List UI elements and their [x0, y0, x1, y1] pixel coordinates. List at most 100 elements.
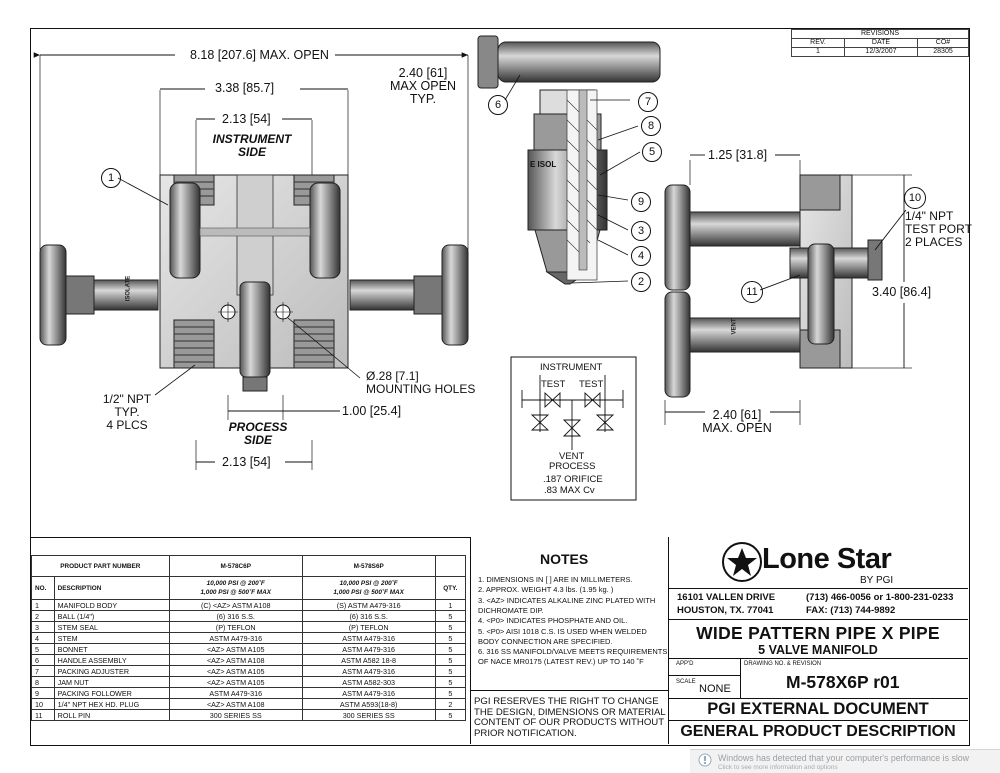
- npt-callout: 1/2" NPT TYP. 4 PLCS: [97, 393, 157, 432]
- balloon-10: 10: [904, 187, 926, 209]
- rating-2-line1: 10,000 PSI @ 200˚F: [339, 580, 398, 587]
- part-description: HANDLE ASSEMBLY: [53, 654, 170, 666]
- part-no: 7: [31, 665, 55, 677]
- notification-icon: [698, 753, 712, 767]
- part-material-2: ASTM A479-316: [301, 665, 436, 677]
- part-description: ROLL PIN: [53, 709, 170, 721]
- instrument-side-line2: SIDE: [237, 145, 266, 159]
- npt-line2: TYP.: [114, 405, 140, 419]
- note-line: OF NACE MR0175 (LATEST REV.) UP TO 140 ˚…: [478, 657, 644, 667]
- part-material-1: <AZ> ASTM A105: [168, 643, 303, 655]
- balloon-2: 2: [631, 272, 651, 292]
- rating-1-line2: 1,000 PSI @ 500˚F MAX: [200, 589, 271, 596]
- phone: (713) 466-0056 or 1-800-231-0233: [806, 592, 954, 603]
- bottom-divider: [30, 537, 470, 538]
- part-material-2: ASTM A479-316: [301, 687, 436, 699]
- side-depth-dimension: 1.25 [31.8]: [708, 148, 768, 162]
- address-divider: [668, 588, 968, 589]
- part-qty: 5: [434, 632, 467, 644]
- part-no: 11: [31, 709, 55, 721]
- appd-label: APP'D: [676, 661, 694, 667]
- doc-type: PGI EXTERNAL DOCUMENT: [707, 700, 929, 718]
- balloon-1: 1: [101, 168, 121, 188]
- part-qty: 5: [434, 621, 467, 633]
- part-qty: 5: [434, 643, 467, 655]
- max-open-value: 2.40 [61]: [398, 66, 448, 80]
- part-material-2: (P) TEFLON: [301, 621, 436, 633]
- note-line: 5. <P0> AISI 1018 C.S. IS USED WHEN WELD…: [478, 626, 647, 636]
- test-port-line3: 2 PLACES: [905, 235, 963, 249]
- part-no: 5: [31, 643, 55, 655]
- balloon-7: 7: [638, 92, 658, 112]
- part-material-2: 300 SERIES SS: [301, 709, 436, 721]
- part-description: 1/4" NPT HEX HD. PLUG: [53, 698, 170, 710]
- note-line: 2. APPROX. WEIGHT 4.3 lbs. (1.95 kg. ): [478, 585, 614, 595]
- balloon-9: 9: [631, 192, 651, 212]
- npt-line1: 1/2" NPT: [102, 392, 152, 406]
- parts-table: PRODUCT PART NUMBER M-578C6P M-578S6P NO…: [31, 555, 467, 721]
- part-material-2: ASTM A582-303: [301, 676, 436, 688]
- part-description: PACKING ADJUSTER: [53, 665, 170, 677]
- notes-divider: [470, 537, 471, 744]
- balloon-8: 8: [641, 116, 661, 136]
- part-description: PACKING FOLLOWER: [53, 687, 170, 699]
- test-port-line2: TEST PORT: [905, 222, 972, 236]
- fax: FAX: (713) 744-9892: [806, 605, 896, 616]
- test-port-line1: 1/4" NPT: [905, 209, 954, 223]
- drawing-title: WIDE PATTERN PIPE X PIPE: [696, 623, 940, 643]
- model-1-header: M-578C6P: [168, 555, 303, 577]
- schematic-instrument: INSTRUMENT: [540, 362, 603, 373]
- schematic-test-right: TEST: [579, 379, 604, 390]
- part-material-2: ASTM A593(18-8): [301, 698, 436, 710]
- schematic-vent: VENT: [559, 451, 585, 462]
- note-line: 6. 316 SS MANIFOLD/VALVE MEETS REQUIREME…: [478, 647, 668, 657]
- width-dimension: 3.38 [85.7]: [215, 81, 275, 95]
- part-no: 2: [31, 610, 55, 622]
- part-material-2: (6) 316 S.S.: [301, 610, 436, 622]
- doc-divider-2: [668, 720, 968, 721]
- hole-spacing-dimension: 1.00 [25.4]: [342, 404, 402, 418]
- performance-notification[interactable]: Windows has detected that your computer'…: [690, 749, 1000, 773]
- part-qty: 5: [434, 676, 467, 688]
- part-material-1: (6) 316 S.S.: [168, 610, 303, 622]
- vent-label: VENT: [731, 318, 738, 335]
- address-line1: 16101 VALLEN DRIVE: [677, 592, 776, 603]
- part-material-1: ASTM A479-316: [168, 687, 303, 699]
- note-line: BODY CONNECTION ARE SPECIFIED.: [478, 636, 613, 646]
- process-side-label: PROCESS SIDE: [213, 421, 303, 447]
- scale-row-divider: [668, 675, 740, 676]
- rating-2: 10,000 PSI @ 200˚F 1,000 PSI @ 500˚F MAX: [301, 576, 436, 600]
- titleblock-divider: [668, 537, 669, 744]
- part-description: BALL (1/4"): [53, 610, 170, 622]
- part-no: 8: [31, 676, 55, 688]
- qty-spacer: [434, 555, 467, 577]
- manifold-drawing: [33, 35, 912, 501]
- part-material-1: 300 SERIES SS: [168, 709, 303, 721]
- doc-description: GENERAL PRODUCT DESCRIPTION: [680, 723, 956, 740]
- schematic-process: PROCESS: [549, 461, 596, 472]
- scale-value: NONE: [699, 683, 731, 695]
- disclaimer-line1: PGI RESERVES THE RIGHT TO CHANGE: [474, 696, 659, 707]
- notification-message: Windows has detected that your computer'…: [718, 753, 970, 763]
- part-qty: 5: [434, 709, 467, 721]
- drawing-number: M-578X6P r01: [786, 672, 900, 692]
- part-no: 6: [31, 654, 55, 666]
- mounting-holes-callout: Ø.28 [7.1] MOUNTING HOLES: [366, 370, 475, 396]
- notes-title: NOTES: [540, 551, 589, 567]
- mounting-hole-label: MOUNTING HOLES: [366, 382, 476, 396]
- model-2-header: M-578S6P: [301, 555, 436, 577]
- disclaimer: PGI RESERVES THE RIGHT TO CHANGE THE DES…: [474, 696, 666, 739]
- drawing-no-label: DRAWING NO. & REVISION: [744, 661, 822, 667]
- part-qty: 5: [434, 654, 467, 666]
- drawing-border: [30, 28, 970, 746]
- part-description: STEM SEAL: [53, 621, 170, 633]
- disclaimer-divider: [470, 690, 668, 691]
- side-open-value: 2.40 [61]: [712, 408, 762, 422]
